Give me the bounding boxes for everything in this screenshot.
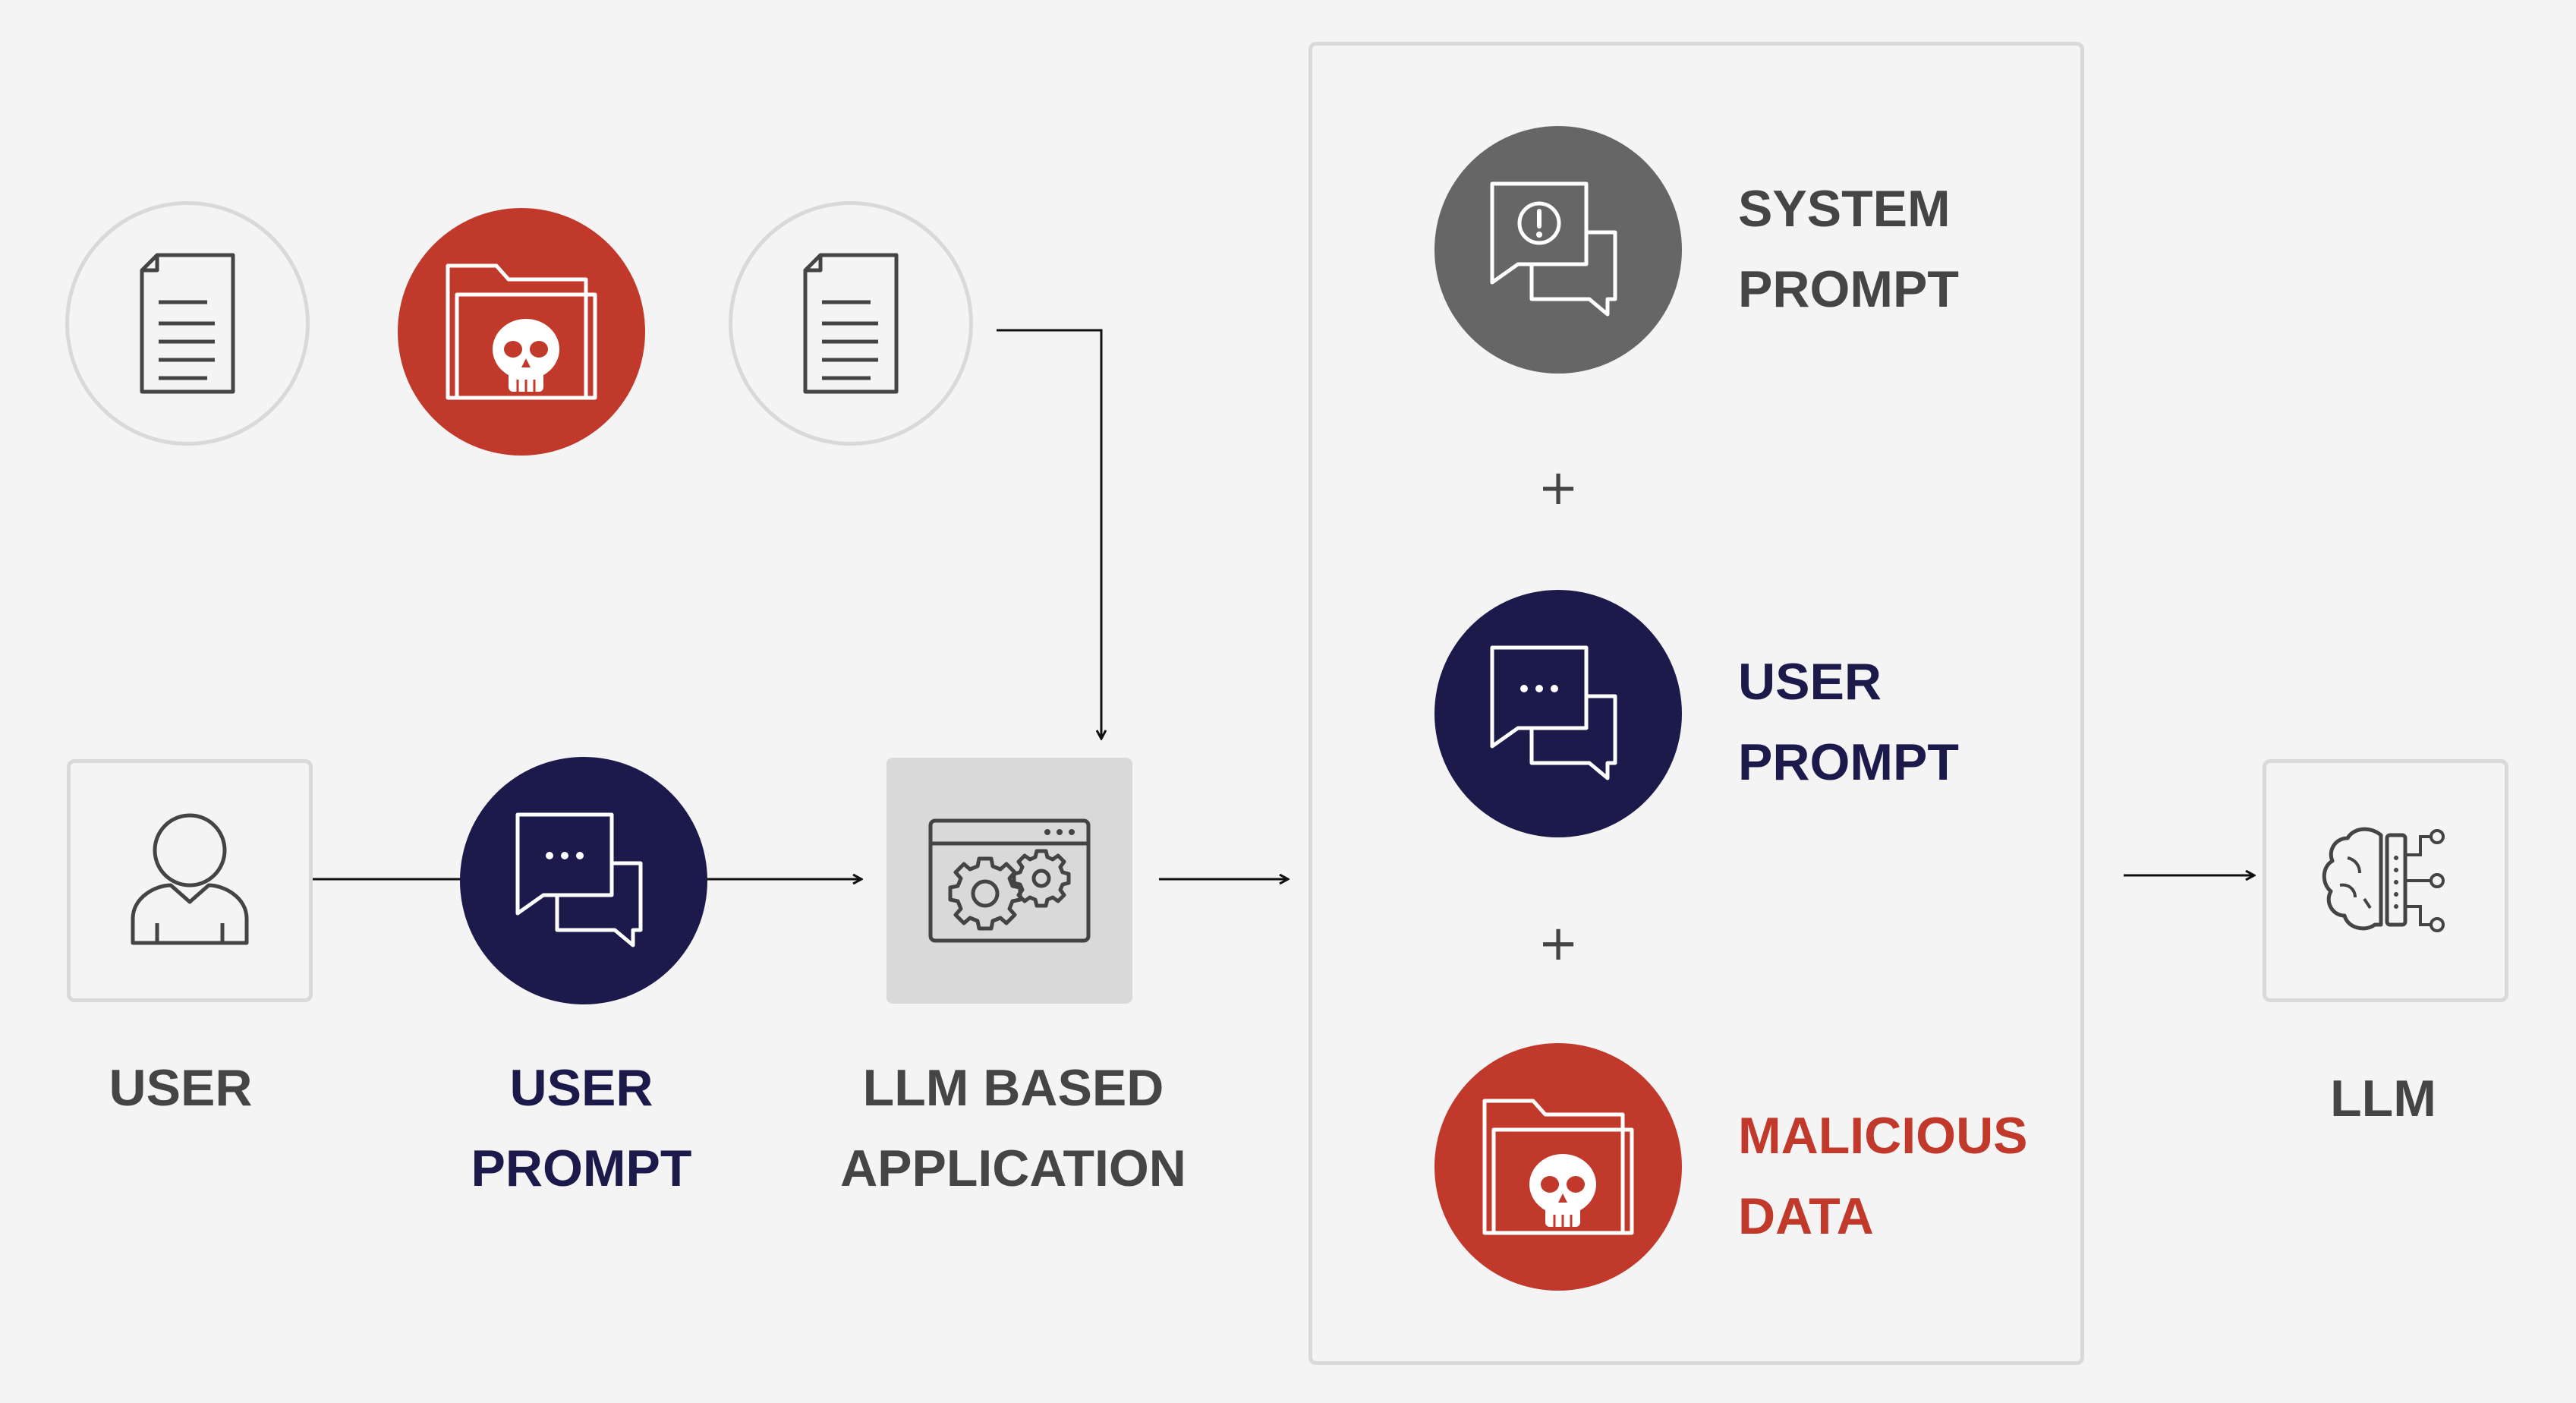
system-prompt-circle	[1434, 126, 1682, 374]
user-label: USER	[109, 1059, 253, 1117]
user-prompt-label-1: USER	[509, 1059, 653, 1117]
context-box	[1308, 42, 2084, 1365]
app-node	[886, 758, 1132, 1004]
llm-node	[2263, 759, 2508, 1002]
app-window-gears-icon	[928, 818, 1091, 943]
context-user-prompt-label-2: PROMPT	[1738, 733, 1959, 791]
malicious-folder-icon	[1482, 1099, 1634, 1235]
context-user-prompt-label-1: USER	[1738, 653, 1882, 711]
malicious-data-label-1: MALICIOUS	[1738, 1107, 2028, 1165]
user-node	[67, 759, 313, 1002]
chat-bubbles-icon	[515, 812, 643, 947]
system-prompt-label-1: SYSTEM	[1738, 180, 1951, 238]
llm-label: LLM	[2330, 1070, 2436, 1127]
ai-brain-icon	[2322, 827, 2445, 932]
source-malicious-folder	[398, 208, 645, 456]
alert-chat-icon	[1490, 181, 1617, 317]
chat-bubbles-icon	[1490, 645, 1617, 780]
malicious-data-label-2: DATA	[1738, 1187, 1874, 1245]
document-icon	[803, 253, 899, 394]
malicious-folder-icon	[446, 263, 597, 400]
app-label-1: LLM BASED	[862, 1059, 1164, 1117]
arrow-document-to-app	[997, 329, 1101, 739]
source-document-1	[65, 201, 310, 446]
user-prompt-label-2: PROMPT	[471, 1140, 692, 1197]
malicious-data-circle	[1434, 1043, 1682, 1291]
app-label-2: APPLICATION	[840, 1140, 1186, 1197]
user-prompt-node	[460, 757, 707, 1004]
context-user-prompt-circle	[1434, 590, 1682, 837]
document-icon	[140, 253, 235, 394]
source-document-2	[729, 201, 973, 446]
system-prompt-label-2: PROMPT	[1738, 260, 1959, 318]
user-icon	[131, 813, 249, 945]
plus-sign-2: +	[1538, 916, 1579, 972]
plus-sign-1: +	[1538, 460, 1579, 516]
